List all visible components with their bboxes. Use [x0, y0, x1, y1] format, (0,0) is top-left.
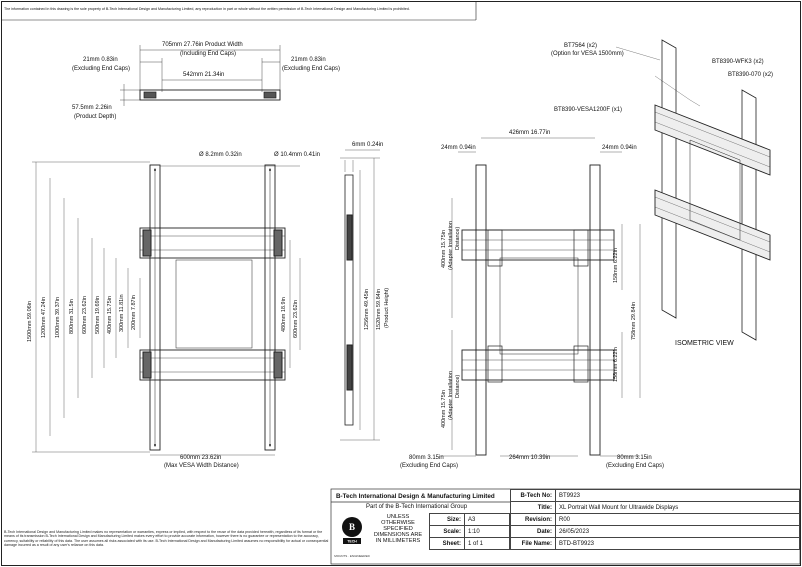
bottom-80-left: 80mm 3.15in [409, 455, 444, 461]
dim-400: 400mm 15.75in [107, 296, 113, 334]
p070-label: BT8390-070 (x2) [728, 72, 774, 78]
adapter-bot-note2: Distance) [455, 374, 461, 398]
bt7564-label: BT7564 (x2) [564, 43, 598, 49]
disclaimer: B-Tech International Design and Manufact… [4, 530, 329, 547]
thickness-label: 6mm 0.24in [352, 142, 384, 148]
isometric-view [615, 39, 771, 341]
left-cap-label: 21mm 0.83in [83, 57, 118, 63]
dim-1520: 1520mm 59.84in [376, 289, 382, 330]
title-label: Title: [510, 501, 556, 514]
dim-480: 480mm 18.9in [281, 297, 287, 332]
dim-800: 800mm 31.5in [69, 299, 75, 334]
inner-width-label: 542mm 21.34in [183, 72, 225, 78]
size-value: A3 [464, 513, 510, 526]
right-cap-label: 21mm 0.83in [291, 57, 326, 63]
sheet-value: 1 of 1 [464, 537, 510, 550]
title-value: XL Portrait Wall Mount for Ultrawide Dis… [555, 501, 800, 514]
btech-logo: B TECH MOUNTS · ENGINEERED [334, 517, 371, 558]
right-cap-note: (Excluding End Caps) [282, 66, 341, 72]
date-label: Date: [510, 525, 556, 538]
bt8390-vesa-label: BT8390-VESA1200F (x1) [554, 107, 623, 113]
header-notice: The information contained in this drawin… [4, 7, 410, 11]
height-758: 758mm 29.84in [631, 302, 637, 340]
product-width-label: 705mm 27.76in Product Width [162, 42, 243, 48]
dim-600-right: 600mm 23.62in [293, 300, 299, 338]
height-158-top: 158mm 6.22in [613, 248, 619, 283]
date-value: 26/05/2023 [555, 525, 800, 538]
product-height-label: (Product Height) [384, 287, 390, 328]
depth-label: 57.5mm 2.26in [72, 105, 112, 111]
sheet-label: Sheet: [429, 537, 465, 550]
width-24-left-label: 24mm 0.94in [441, 145, 476, 151]
dim-1200: 1200mm 47.24in [41, 297, 47, 338]
wfk3-label: BT8390-WFK3 (x2) [712, 59, 764, 65]
depth-note: (Product Depth) [74, 114, 117, 120]
dim-200: 200mm 7.87in [131, 295, 137, 330]
including-end-caps-label: (Including End Caps) [180, 51, 237, 57]
filename-value: BTD-BT9923 [555, 537, 800, 550]
max-vesa-note: (Max VESA Width Distance) [164, 463, 239, 469]
dim-600: 600mm 23.62in [82, 296, 88, 334]
dim-300: 300mm 11.81in [119, 294, 125, 332]
company-group: Part of the B-Tech International Group [366, 504, 468, 510]
company-name: B-Tech International Design & Manufactur… [336, 493, 495, 500]
bottom-264: 264mm 10.39in [509, 455, 551, 461]
bottom-80-right-note: (Excluding End Caps) [606, 463, 665, 469]
scale-label: Scale: [429, 525, 465, 538]
bottom-80-left-note: (Excluding End Caps) [400, 463, 459, 469]
revision-label: Revision: [510, 513, 556, 526]
scale-value: 1:10 [464, 525, 510, 538]
size-label: Size: [429, 513, 465, 526]
adapter-view [440, 137, 641, 457]
title-block-right: B-Tech No: BT9923 Title: XL Portrait Wal… [510, 489, 800, 550]
revision-value: R00 [555, 513, 800, 526]
width-24-right-label: 24mm 0.94in [602, 145, 637, 151]
adapter-bot-note1: (Adapter Installation [448, 371, 454, 420]
adapter-top-note2: Distance) [455, 226, 461, 250]
hole-large-label: Ø 10.4mm 0.41in [274, 152, 321, 158]
top-view [120, 45, 281, 106]
units-note: UNLESS OTHERWISE SPECIFIED DIMENSIONS AR… [373, 514, 423, 544]
bottom-80-right: 80mm 3.15in [617, 455, 652, 461]
dim-1500: 1500mm 59.06in [27, 301, 33, 342]
dim-1256: 1256mm 49.45in [364, 289, 370, 330]
btech-no-value: BT9923 [555, 489, 800, 502]
height-158-bottom: 158mm 6.22in [613, 347, 619, 382]
filename-label: File Name: [510, 537, 556, 550]
svg-text:TECH: TECH [347, 540, 357, 544]
dim-500: 500mm 19.69in [95, 296, 101, 334]
width-426-label: 426mm 16.77in [509, 130, 551, 136]
side-view [340, 149, 380, 441]
adapter-top-dim: 400mm 15.75in [441, 230, 447, 268]
bt7564-note: (Option for VESA 1500mm) [551, 51, 624, 57]
hole-small-label: Ø 8.2mm 0.32in [199, 152, 242, 158]
title-block-left: Size: A3 Scale: 1:10 Sheet: 1 of 1 [429, 513, 510, 550]
front-view [32, 161, 301, 456]
btech-no-label: B-Tech No: [510, 489, 556, 502]
dim-1000: 1000mm 39.37in [55, 297, 61, 338]
svg-text:B: B [349, 522, 355, 532]
svg-text:MOUNTS · ENGINEERED: MOUNTS · ENGINEERED [334, 554, 370, 558]
isometric-view-label: ISOMETRIC VIEW [675, 340, 734, 347]
max-vesa-label: 600mm 23.62in [180, 455, 222, 461]
adapter-top-note1: (Adapter Installation [448, 221, 454, 270]
left-cap-note: (Excluding End Caps) [72, 66, 131, 72]
adapter-bot-dim: 400mm 15.75in [441, 390, 447, 428]
